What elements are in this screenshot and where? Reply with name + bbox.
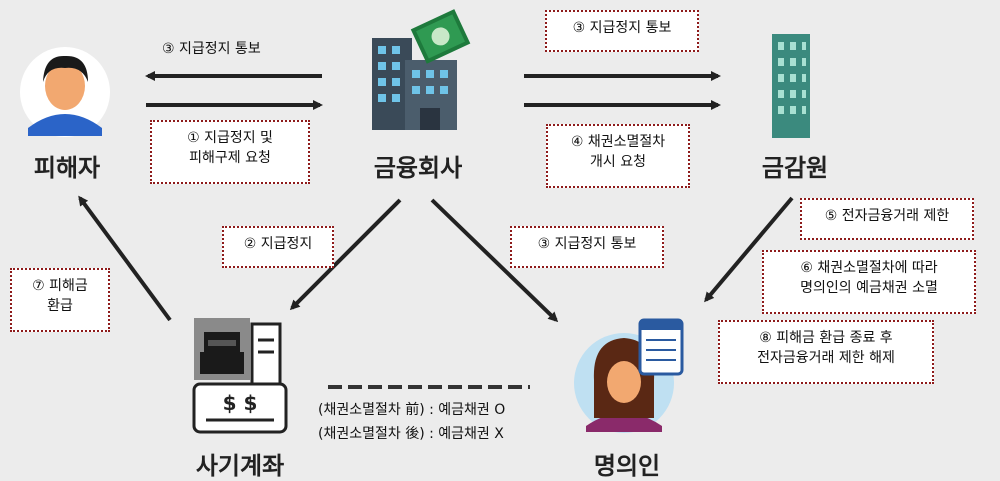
- node-victim: 피해자: [33, 154, 101, 182]
- woman-card-icon: [574, 318, 684, 433]
- step6-text: ⑥ 채권소멸절차에 따라 명의인의 예금채권 소멸: [800, 260, 938, 296]
- legend-before: (채권소멸절차 前) : 예금채권 O: [318, 402, 506, 418]
- step1-box: ① 지급정지 및 피해구제 요청: [150, 120, 310, 184]
- step7-box: ⑦ 피해금 환급: [10, 268, 110, 332]
- legend-after: (채권소멸절차 後) : 예금채권 X: [318, 426, 504, 442]
- fss-building-icon: [772, 34, 810, 138]
- bank-building-icon: [372, 9, 471, 130]
- step4-text: ④ 채권소멸절차 개시 요청: [570, 134, 666, 170]
- step3-to-fss-text: ③ 지급정지 통보: [572, 20, 672, 36]
- node-account-holder: 명의인: [593, 452, 661, 480]
- step8-text: ⑧ 피해금 환급 종료 후 전자금융거래 제한 해제: [757, 330, 895, 366]
- step8-box: ⑧ 피해금 환급 종료 후 전자금융거래 제한 해제: [718, 320, 934, 384]
- arrow-bank-to-fraud-account: [289, 198, 402, 311]
- step3-to-holder-box: ③ 지급정지 통보: [510, 226, 664, 268]
- arrow-fraud-account-to-victim: [78, 195, 172, 322]
- fraudster-cash-register-icon: $ $: [192, 318, 288, 434]
- step7-text: ⑦ 피해금 환급: [32, 278, 88, 314]
- node-bank: 금융회사: [373, 154, 463, 182]
- step3-to-holder-text: ③ 지급정지 통보: [537, 236, 637, 252]
- node-fraud-account: 사기계좌: [195, 452, 285, 480]
- step1-text: ① 지급정지 및 피해구제 요청: [187, 130, 273, 166]
- step3-to-fss-box: ③ 지급정지 통보: [545, 10, 699, 52]
- person-icon: [20, 47, 110, 137]
- step2-box: ② 지급정지: [222, 226, 334, 268]
- arrow-bank-to-holder: [430, 198, 559, 323]
- arrow-fss-to-holder: [704, 196, 794, 303]
- step3-to-victim-label: ③ 지급정지 통보: [162, 41, 261, 57]
- svg-text:$ $: $ $: [223, 391, 258, 415]
- step2-text: ② 지급정지: [243, 236, 313, 252]
- step5-text: ⑤ 전자금융거래 제한: [824, 208, 950, 224]
- step6-box: ⑥ 채권소멸절차에 따라 명의인의 예금채권 소멸: [762, 250, 976, 314]
- step4-box: ④ 채권소멸절차 개시 요청: [546, 124, 690, 188]
- step5-box: ⑤ 전자금융거래 제한: [800, 198, 974, 240]
- node-fss: 금감원: [761, 154, 829, 182]
